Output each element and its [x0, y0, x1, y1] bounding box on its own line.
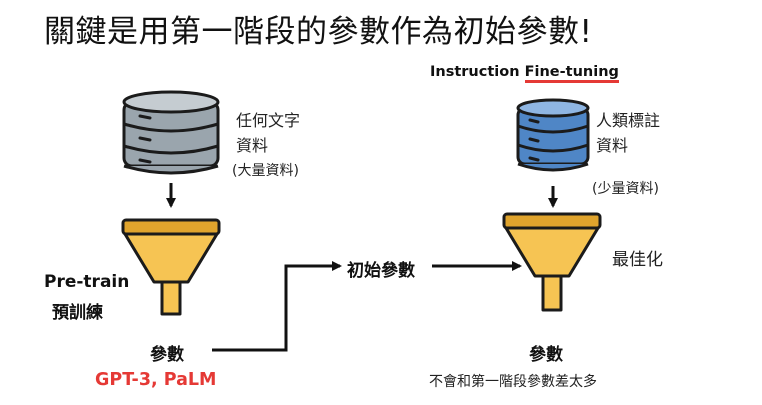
optimize-label: 最佳化 [612, 250, 663, 270]
arrow-params-to-init [212, 261, 342, 352]
fine-tuning-highlight: Fine-tuning [524, 64, 619, 80]
right-db-label-line3: (少量資料) [592, 181, 659, 197]
right-db-label-line1: 人類標註 [596, 111, 661, 130]
models-label: GPT-3, PaLM [95, 370, 217, 390]
right-db-label-line2: 資料 [596, 136, 629, 155]
right-params-label: 參數 [529, 345, 563, 365]
left-params-label: 參數 [150, 345, 184, 365]
pretrain-label: Pre-train [44, 272, 130, 292]
funnel-icon-right [502, 212, 602, 312]
left-db-label-line1: 任何文字 [236, 111, 301, 130]
funnel-icon [121, 218, 221, 316]
params-note: 不會和第一階段參數差太多 [429, 374, 597, 390]
left-db-label-line2: 資料 [236, 136, 269, 155]
database-grey-icon [122, 90, 220, 175]
page-title: 關鍵是用第一階段的參數作為初始參數! [44, 14, 593, 50]
left-db-label-line3: (大量資料) [232, 163, 299, 179]
pretrain-zh-label: 預訓練 [52, 303, 103, 323]
init-params-label: 初始參數 [347, 261, 415, 281]
database-blue-icon [516, 98, 590, 172]
instruction-prefix: Instruction [430, 64, 525, 80]
instruction-finetuning-heading: Instruction Fine-tuning [430, 64, 619, 80]
